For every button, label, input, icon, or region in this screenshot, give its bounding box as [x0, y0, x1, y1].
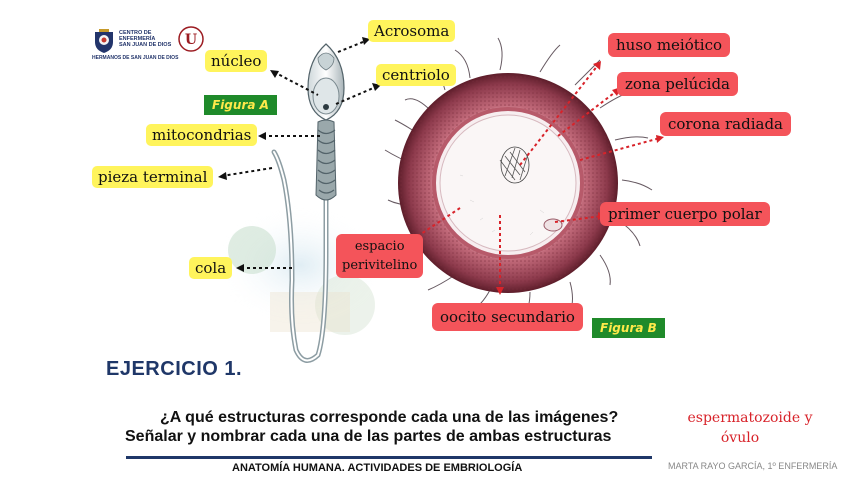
footer-author: MARTA RAYO GARCÍA, 1º ENFERMERÍA: [668, 461, 838, 471]
label-pieza-terminal: pieza terminal: [92, 166, 214, 188]
footer-subject: ANATOMÍA HUMANA. ACTIVIDADES DE EMBRIOLO…: [232, 462, 523, 474]
label-zona-pelucida: zona pelúcida: [617, 72, 738, 96]
logo-line2: ENFERMERÍA: [119, 36, 156, 42]
badge-letter: U: [185, 32, 197, 48]
logo-line1: CENTRO DE: [119, 30, 152, 36]
label-oocito-secundario: oocito secundario: [432, 303, 583, 331]
question-line2: Señalar y nombrar cada una de las partes…: [125, 428, 612, 445]
sperm-centriole: [323, 104, 329, 110]
logo-line3: SAN JUAN DE DIOS: [119, 42, 172, 48]
exercise-title: EJERCICIO 1.: [106, 358, 243, 380]
label-mitocondrias: mitocondrias: [146, 124, 258, 146]
question-line1: ¿A qué estructuras corresponde cada una …: [160, 409, 619, 426]
oocyte-cytoplasm: [439, 114, 577, 252]
oocyte: [384, 37, 653, 321]
sperm-arrows: [221, 39, 379, 269]
label-nucleo: núcleo: [205, 50, 268, 72]
university-badge-icon: U: [178, 26, 204, 52]
label-centriolo: centriolo: [376, 64, 456, 86]
logo-bottom: HERMANOS DE SAN JUAN DE DIOS: [92, 55, 179, 61]
answer-line2: óvulo: [720, 430, 760, 446]
label-cola: cola: [189, 257, 233, 279]
first-polar-body: [543, 218, 563, 232]
sperm-nucleus: [312, 77, 340, 115]
sperm-midpiece: [315, 119, 337, 201]
answer-line1: espermatozoide y: [687, 410, 813, 426]
label-espacio-line2: perivitelino: [342, 258, 418, 273]
label-acrosoma: Acrosoma: [368, 20, 456, 42]
figure-a-tag: Figura A: [204, 95, 277, 115]
label-espacio-perivitelino: espacio perivitelino: [336, 234, 424, 278]
sperm-acrosome: [317, 52, 335, 71]
logo: CENTRO DE ENFERMERÍA SAN JUAN DE DIOS U …: [92, 26, 212, 64]
figure-b-tag: Figura B: [592, 318, 665, 338]
meiotic-spindle: [499, 146, 530, 184]
label-primer-cuerpo-polar: primer cuerpo polar: [600, 202, 770, 226]
label-espacio-line1: espacio: [354, 239, 405, 254]
label-huso-meiotico: huso meiótico: [608, 33, 731, 57]
emblem-icon: [92, 28, 116, 54]
footer-rule: [126, 456, 652, 459]
sperm-cell: [271, 43, 345, 363]
label-corona-radiada: corona radiada: [660, 112, 792, 136]
